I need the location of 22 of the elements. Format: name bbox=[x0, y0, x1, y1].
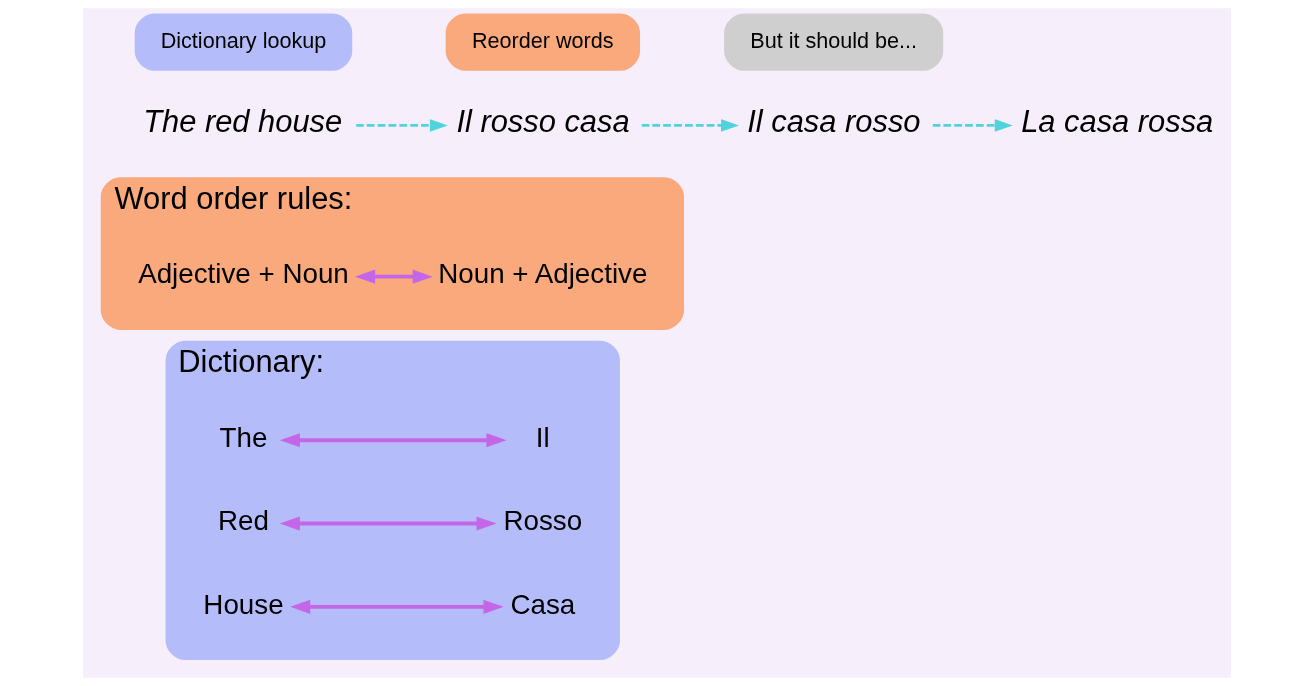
node-text: Casa bbox=[510, 588, 576, 620]
node-text: Il casa rosso bbox=[747, 103, 921, 139]
node-text: The bbox=[219, 422, 268, 453]
node-text: Noun + Adjective bbox=[438, 258, 648, 290]
node-text: House bbox=[203, 588, 284, 620]
arrow bbox=[279, 433, 507, 448]
arrow bbox=[355, 269, 433, 284]
arrow bbox=[279, 516, 497, 531]
node-text: Red bbox=[218, 505, 269, 537]
node-text: Rosso bbox=[503, 505, 583, 537]
node-box: Dictionary lookup bbox=[134, 13, 353, 71]
node-text: Il rosso casa bbox=[456, 103, 630, 139]
arrow bbox=[290, 599, 504, 614]
arrow bbox=[932, 119, 1013, 132]
node-box: But it should be... bbox=[724, 13, 944, 71]
node-text: Adjective + Noun bbox=[138, 258, 349, 290]
arrow bbox=[641, 119, 739, 132]
node-text: The red house bbox=[143, 103, 343, 139]
node-text: La casa rossa bbox=[1021, 103, 1214, 139]
node-box: Reorder words bbox=[445, 13, 641, 71]
arrow bbox=[356, 119, 448, 132]
node-text: Il bbox=[535, 422, 550, 453]
